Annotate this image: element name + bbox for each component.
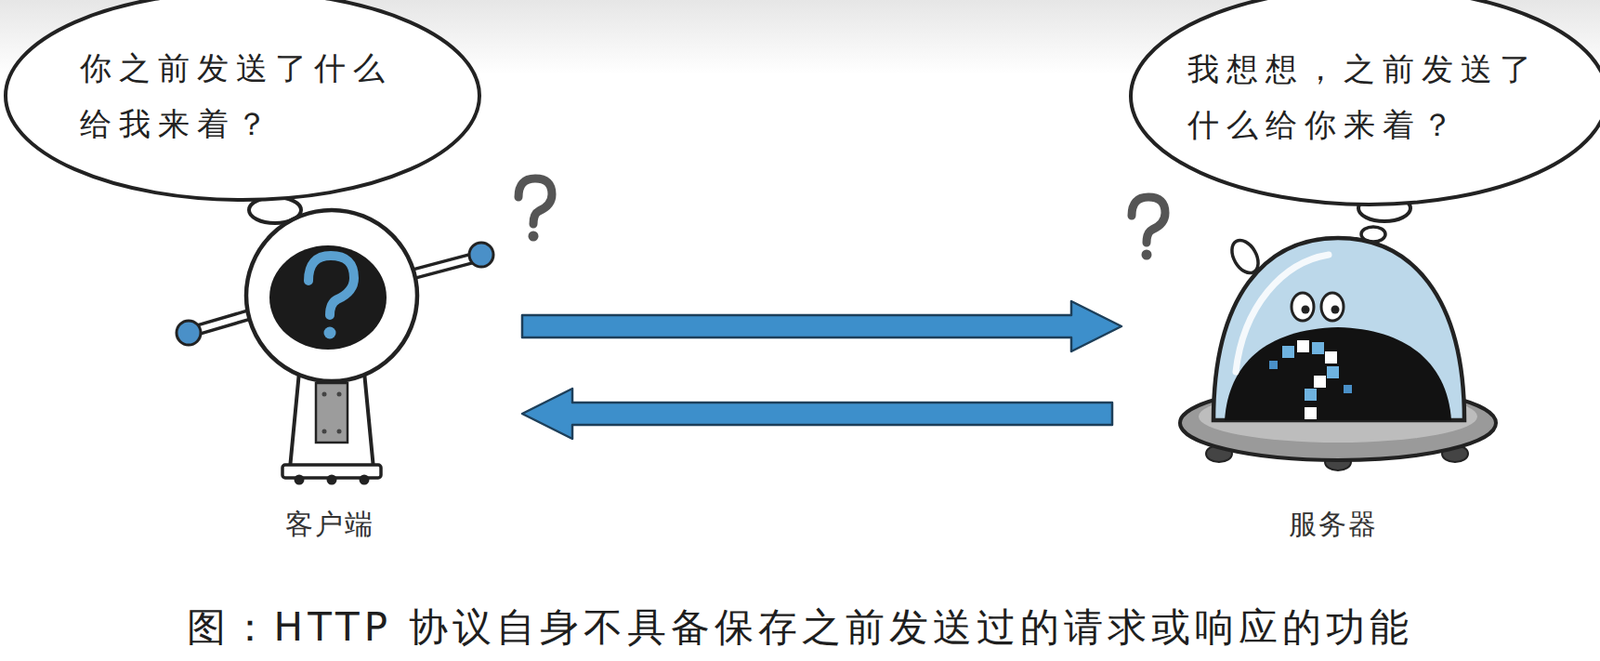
figure-caption: 图：HTTP 协议自身不具备保存之前发送过的请求或响应的功能 [0, 603, 1600, 651]
robot-foot [294, 474, 305, 486]
message-arrow [522, 301, 1122, 352]
pixel [1304, 388, 1317, 401]
client-figure: 客户端 [176, 195, 484, 549]
question-mark-stroke [518, 178, 552, 224]
pixel [1343, 384, 1352, 394]
robot-pupil [1331, 305, 1340, 315]
panel-rivet [322, 392, 328, 397]
question-mark-dot [1141, 249, 1153, 261]
robot-foot [327, 474, 338, 486]
robot-body [289, 371, 374, 469]
robot-pupil [1301, 305, 1311, 315]
server-robot [1180, 236, 1496, 471]
figure-label: 服务器 [1288, 507, 1378, 541]
face-question-mark [324, 327, 337, 340]
client-robot [176, 209, 494, 486]
bubble-outline [1127, 0, 1600, 208]
pixel [1297, 340, 1310, 353]
thought-text: 我想想，之前发送了 什么给你来着？ [1187, 40, 1552, 153]
thought-text: 你之前发送了什么 给我来着？ [79, 39, 406, 152]
robot-arm [196, 314, 251, 330]
robot-hand [176, 320, 201, 345]
pixel [1282, 345, 1295, 358]
robot-eye [1291, 292, 1314, 321]
robot-foot [359, 474, 370, 486]
pixel [1313, 375, 1326, 388]
figure-label: 客户端 [285, 507, 375, 541]
robot-arm [196, 314, 251, 330]
panel-rivet [337, 429, 342, 434]
dome-highlight [1235, 254, 1329, 372]
robot-arm [408, 258, 473, 276]
robot-panel [315, 382, 348, 443]
pixel [1269, 360, 1278, 369]
pixel [1326, 366, 1339, 379]
question-mark-stroke [1131, 196, 1166, 243]
thought-bubble: 我想想，之前发送了 什么给你来着？ [1127, 0, 1600, 208]
panel-rivet [322, 429, 328, 434]
robot-face [269, 245, 387, 350]
robot-arm [408, 258, 473, 276]
pixel [1304, 406, 1317, 420]
question-mark-symbol [518, 178, 1166, 243]
pixel [1324, 351, 1338, 364]
thought-bubble: 你之前发送了什么 给我来着？ [2, 0, 483, 203]
robot-head [246, 209, 418, 381]
robot-interior [1224, 327, 1452, 420]
face-question-mark [308, 255, 355, 315]
robot-dome [1213, 237, 1465, 420]
bubble-outline [2, 0, 483, 203]
bubble-ellipse [5, 0, 480, 200]
pixel [1311, 341, 1325, 355]
panel-rivet [337, 392, 342, 397]
message-arrow [522, 388, 1113, 439]
robot-eye [1321, 292, 1344, 321]
bubble-ellipse [1130, 0, 1600, 205]
robot-hand [469, 242, 494, 267]
server-figure: 服务器 [1138, 222, 1529, 549]
question-mark-dot [528, 231, 539, 242]
